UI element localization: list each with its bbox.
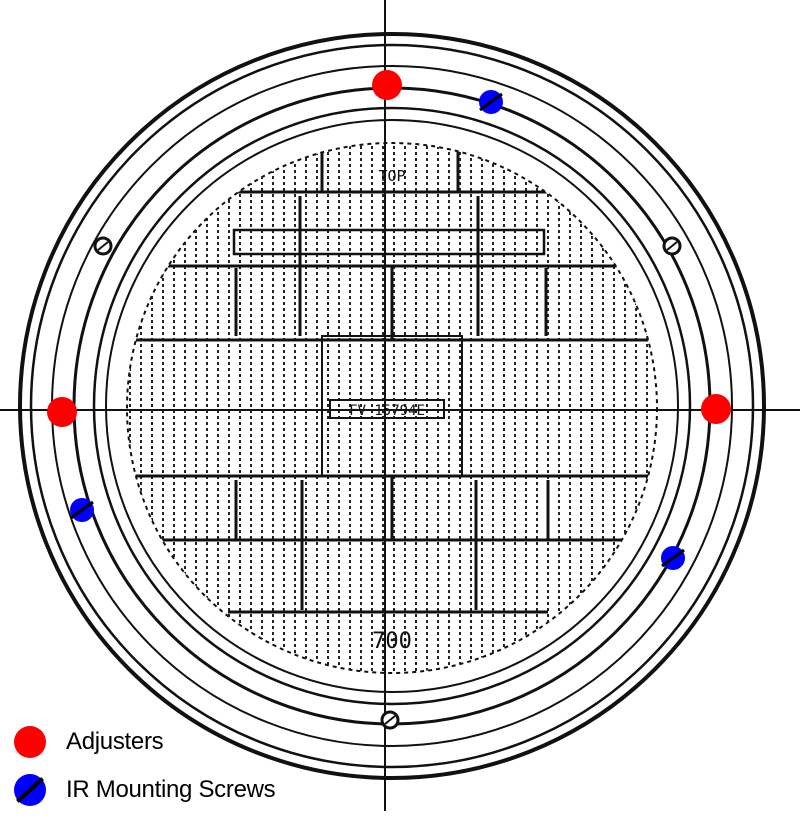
blue-dot-slash-icon [14,774,46,806]
lens-code-label: FV 15794E [349,403,425,419]
adjuster-markers [47,70,731,427]
adjuster-top [372,70,402,100]
ir-screw-markers [70,90,685,570]
legend-ir-screws-label: IR Mounting Screws [66,776,276,803]
top-label: TOP [378,167,405,185]
red-dot-icon [14,726,46,758]
ir-screw-top-right [479,90,503,114]
legend-ir-screws: IR Mounting Screws [14,772,276,808]
rim-screw-right [662,236,682,256]
rim-screw-left [93,236,113,256]
rim-screw-bottom [380,710,400,730]
adjuster-right [701,394,731,424]
ir-screw-left [70,498,94,522]
ir-screw-right [661,546,685,570]
adjuster-left [47,397,77,427]
legend-adjusters: Adjusters [14,724,275,760]
bottom-number-label: 700 [372,629,412,654]
legend: Adjusters IR Mounting Screws [14,724,276,820]
lens-frames [232,228,546,477]
legend-adjusters-label: Adjusters [66,728,164,755]
rim-screw-heads [93,236,682,730]
